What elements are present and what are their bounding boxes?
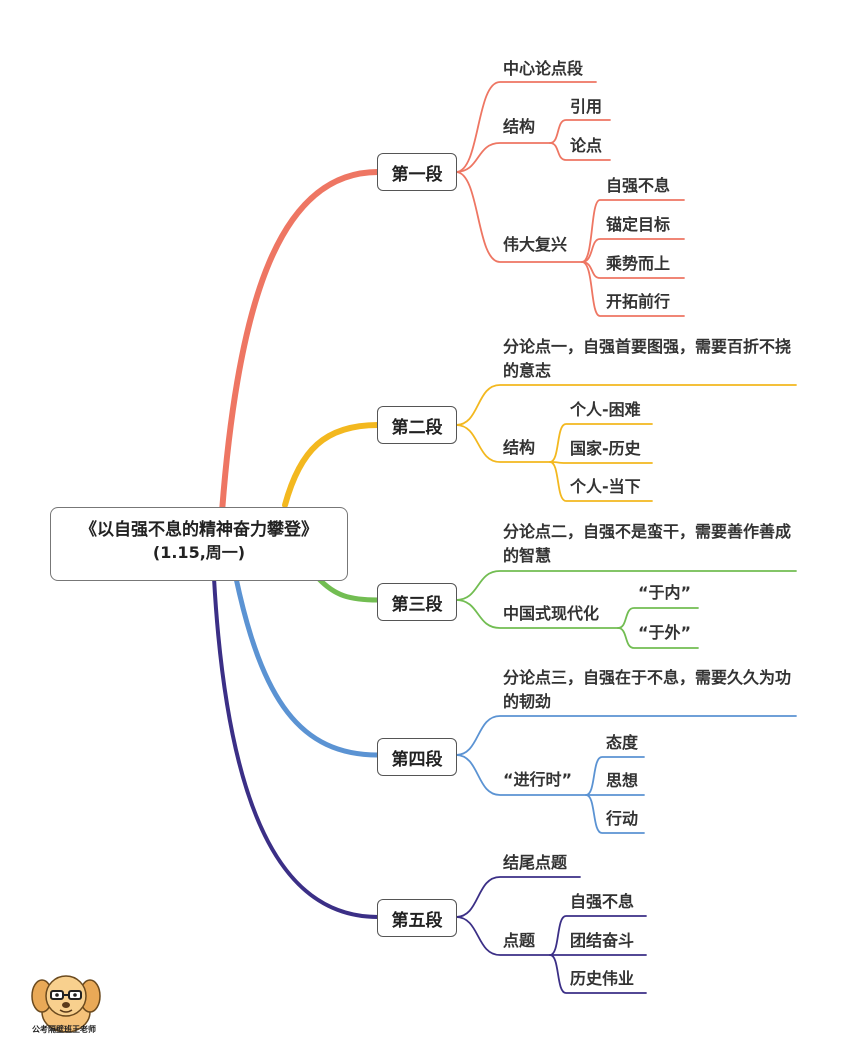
branch-p1 bbox=[219, 169, 381, 515]
dog-mascot-icon bbox=[31, 975, 101, 1033]
s1-central-thesis: 中心论点段 bbox=[503, 59, 584, 78]
s5-theme: 点题 bbox=[503, 931, 536, 950]
section-1-node: 第一段 bbox=[377, 153, 457, 191]
s3-modernization: 中国式现代化 bbox=[503, 604, 600, 623]
s3-sub-argument: 分论点二，自强不是蛮干，需要善作善成的智慧 bbox=[503, 522, 792, 565]
s5-sub-2: 团结奋斗 bbox=[570, 931, 635, 950]
s4-sub-argument: 分论点三，自强在于不息，需要久久为功的韧劲 bbox=[503, 668, 792, 711]
branch-p4 bbox=[233, 575, 381, 758]
s1-sub-2: 锚定目标 bbox=[606, 215, 671, 234]
s5-sub-3: 历史伟业 bbox=[570, 969, 635, 988]
s1-sub-4: 开拓前行 bbox=[606, 292, 671, 311]
root-subtitle: (1.15,周一) bbox=[152, 543, 246, 562]
s1-rejuvenation: 伟大复兴 bbox=[503, 235, 568, 254]
branch-p2 bbox=[282, 422, 381, 508]
s1-quote: 引用 bbox=[570, 97, 603, 116]
s4-sub-3: 行动 bbox=[606, 809, 639, 828]
s1-structure: 结构 bbox=[503, 117, 536, 136]
s2-sub-argument: 分论点一，自强首要图强，需要百折不挠的意志 bbox=[503, 337, 792, 380]
watermark-label: 公考隔壁班王老师 bbox=[32, 1025, 96, 1034]
s4-sub-2: 思想 bbox=[606, 771, 639, 790]
branch-p3 bbox=[315, 575, 381, 603]
s1-sub-3: 乘势而上 bbox=[606, 254, 671, 273]
s5-sub-1: 自强不息 bbox=[570, 892, 635, 911]
section-2-node: 第二段 bbox=[377, 406, 457, 444]
s3-sub-2: “于外” bbox=[638, 623, 692, 642]
s2-structure: 结构 bbox=[503, 438, 536, 457]
s3-sub-1: “于内” bbox=[638, 583, 692, 602]
section-3-node: 第三段 bbox=[377, 583, 457, 621]
s2-sub-1: 个人-困难 bbox=[570, 400, 641, 419]
root-title: 《以自强不息的精神奋力攀登》 bbox=[80, 520, 318, 540]
s1-sub-1: 自强不息 bbox=[606, 176, 671, 195]
branch-p5 bbox=[212, 576, 380, 919]
section-5-node: 第五段 bbox=[377, 899, 457, 937]
section-4-node: 第四段 bbox=[377, 738, 457, 776]
s4-in-progress: “进行时” bbox=[503, 770, 573, 789]
s5-conclusion: 结尾点题 bbox=[503, 853, 568, 872]
root-node: 《以自强不息的精神奋力攀登》 (1.15,周一) bbox=[50, 507, 348, 581]
s4-sub-1: 态度 bbox=[606, 733, 639, 752]
s1-argument: 论点 bbox=[570, 136, 603, 155]
s2-sub-2: 国家-历史 bbox=[570, 439, 641, 458]
s2-sub-3: 个人-当下 bbox=[570, 477, 641, 496]
